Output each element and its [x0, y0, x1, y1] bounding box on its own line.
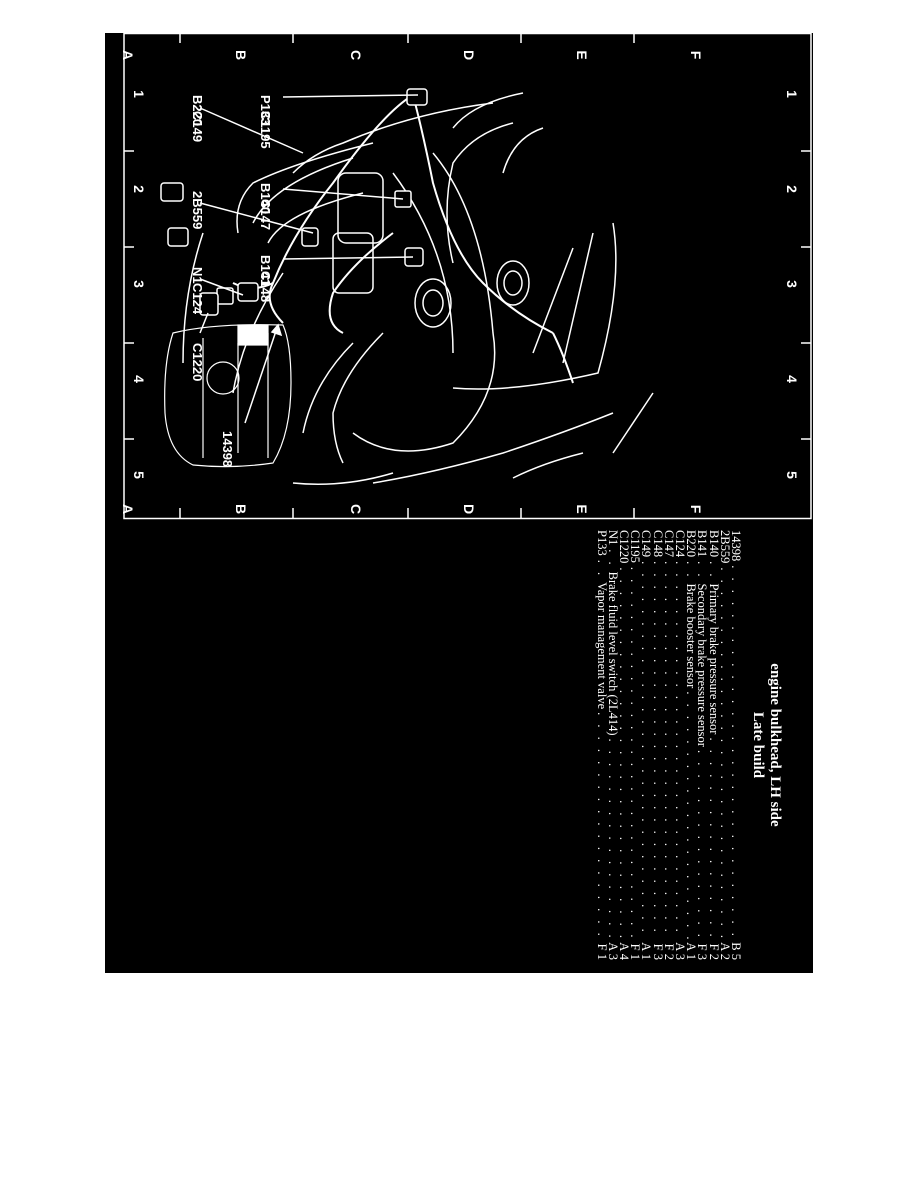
legend-description: Brake booster sensor — [684, 583, 699, 689]
legend-leader-dots: . . — [685, 561, 696, 579]
legend-code: B140 — [706, 530, 721, 558]
legend-leader-dots: . . — [595, 560, 606, 578]
callout-b140: B140 — [258, 183, 273, 214]
component-legend: engine bulkhead, LH side Late build 1439… — [595, 530, 783, 960]
col-label-4-top: 4 — [131, 375, 147, 383]
legend-leader-dots: . . . . . . . . . . . . . . . . . . . . … — [663, 561, 674, 941]
legend-leader-dots: . . . . . . . . . . . . . . . . . . . . … — [685, 691, 696, 939]
legend-description: Vapor management valve — [594, 582, 609, 710]
legend-row: P133 . . Vapor management valve . . . . . .… — [594, 530, 609, 960]
leader-p133 — [282, 94, 419, 98]
legend-leader-dots: . . . . . . . . . . . . . . . . . . . . … — [640, 561, 651, 939]
legend-leader-dots: . . . . . . . . . . . . . . . . . . . . … — [629, 567, 640, 941]
row-label-f-top: F — [688, 51, 704, 60]
col-label-4-bottom: 4 — [784, 375, 800, 383]
callout-14398: 14398 — [220, 431, 235, 467]
legend-row: C147. . . . . . . . . . . . . . . . . . … — [662, 530, 676, 960]
callout-labels: B220 C149 P133 C1195 2B559 B140 C147 N1 … — [190, 95, 273, 467]
legend-grid-location: F 2 — [706, 943, 721, 960]
grid-frame — [123, 33, 812, 520]
row-label-a-bottom: A — [120, 504, 136, 514]
callout-c148: C148 — [258, 271, 273, 302]
col-label-3-bottom: 3 — [784, 280, 800, 288]
legend-leader-dots: . . . . . . . . . . . . . . . . . . . . … — [607, 739, 618, 940]
legend-row: C1195. . . . . . . . . . . . . . . . . .… — [628, 530, 642, 960]
connectors — [160, 88, 428, 316]
callout-leaders — [199, 94, 419, 424]
row-label-c-bottom: C — [348, 504, 364, 514]
legend-code: P133 — [594, 530, 609, 556]
legend-description: Primary brake pressure sensor — [706, 583, 721, 735]
connector-p133 — [406, 88, 428, 106]
callout-b220: B220 — [190, 95, 205, 126]
callout-b141: B141 — [258, 255, 273, 286]
callout-2b559: 2B559 — [190, 191, 205, 229]
callout-n1: N1 — [190, 267, 205, 284]
component-diagram: A B C D E F A B C D E F 1 2 3 4 5 1 2 3 — [120, 33, 812, 520]
row-label-c-top: C — [348, 50, 364, 60]
row-label-e-bottom: E — [574, 504, 590, 513]
row-label-b-top: B — [233, 50, 249, 60]
leader-b140 — [282, 188, 404, 200]
vehicle-locator-icon — [164, 324, 292, 468]
col-label-2-bottom: 2 — [784, 185, 800, 193]
callout-p133: P133 — [258, 95, 273, 125]
callout-c1195: C1195 — [258, 111, 273, 149]
diagram-panel: A B C D E F A B C D E F 1 2 3 4 5 1 2 3 — [105, 33, 813, 973]
callout-c124: C124 — [190, 283, 205, 315]
leader-b141 — [282, 256, 414, 260]
callout-c1220: C1220 — [190, 343, 205, 381]
legend-leader-dots: . . . . . . . . . . . . . . . . . . . . … — [707, 737, 718, 940]
legend-leader-dots: . . . . . . . . . . . . . . . . . . . . … — [730, 565, 741, 939]
col-label-3-top: 3 — [131, 280, 147, 288]
connector-2b559 — [301, 227, 319, 247]
legend-leader-dots: . . . . . . . . . . . . . . . . . . . . … — [651, 561, 662, 941]
legend-leader-dots: . . . . . . . . . . . . . . . . . . . . … — [595, 712, 606, 941]
col-label-1-bottom: 1 — [784, 90, 800, 98]
connector-c1220 — [199, 292, 219, 316]
legend-row: 14398. . . . . . . . . . . . . . . . . .… — [729, 530, 743, 960]
legend-grid-location: F 3 — [650, 943, 665, 960]
connector-b220 — [160, 182, 184, 202]
connector-n1 — [237, 282, 259, 302]
brake-booster-illustration — [182, 92, 654, 485]
legend-row: C148 . . . . . . . . . . . . . . . . . . … — [650, 530, 665, 960]
col-label-5-top: 5 — [131, 471, 147, 479]
legend-leader-dots: . . . . . . . . . . . . . . . . . . . . … — [674, 561, 685, 939]
row-label-d-bottom: D — [461, 504, 477, 514]
row-label-a-top: A — [120, 50, 136, 60]
legend-row: B220. .Brake booster sensor. . . . . . .… — [684, 530, 699, 960]
legend-leader-dots: . . — [707, 561, 718, 579]
row-label-f-bottom: F — [688, 505, 704, 514]
leader-14398 — [244, 324, 279, 424]
col-label-5-bottom: 5 — [784, 471, 800, 479]
grid-labels: A B C D E F A B C D E F 1 2 3 4 5 1 2 3 — [120, 50, 800, 514]
legend-row: C124. . . . . . . . . . . . . . . . . . … — [673, 530, 687, 960]
legend-grid-location: F 1 — [594, 943, 609, 960]
legend-row: B140 . . Primary brake pressure sensor . . … — [706, 530, 721, 960]
callout-c147: C147 — [258, 199, 273, 230]
legend-title: engine bulkhead, LH side — [767, 663, 783, 827]
row-label-b-bottom: B — [233, 504, 249, 514]
wiring-harness — [232, 94, 574, 384]
legend-leader-dots: . . . . . . . . . . . . . . . . . . . . … — [696, 750, 707, 941]
col-label-1-top: 1 — [131, 90, 147, 98]
col-label-2-top: 2 — [131, 185, 147, 193]
callout-c149: C149 — [190, 111, 205, 142]
row-label-e-top: E — [574, 50, 590, 59]
legend-subtitle: Late build — [750, 711, 766, 779]
legend-list: 14398. . . . . . . . . . . . . . . . . .… — [594, 530, 743, 960]
legend-code: C148 — [650, 530, 665, 558]
rotated-sheet: A B C D E F A B C D E F 1 2 3 4 5 1 2 3 — [105, 33, 813, 973]
legend-row: C149. . . . . . . . . . . . . . . . . . … — [639, 530, 653, 960]
grid-ticks — [124, 33, 811, 518]
connector-2b559-b — [167, 227, 189, 247]
row-label-d-top: D — [461, 50, 477, 60]
legend-leader-dots: . . — [696, 561, 707, 579]
